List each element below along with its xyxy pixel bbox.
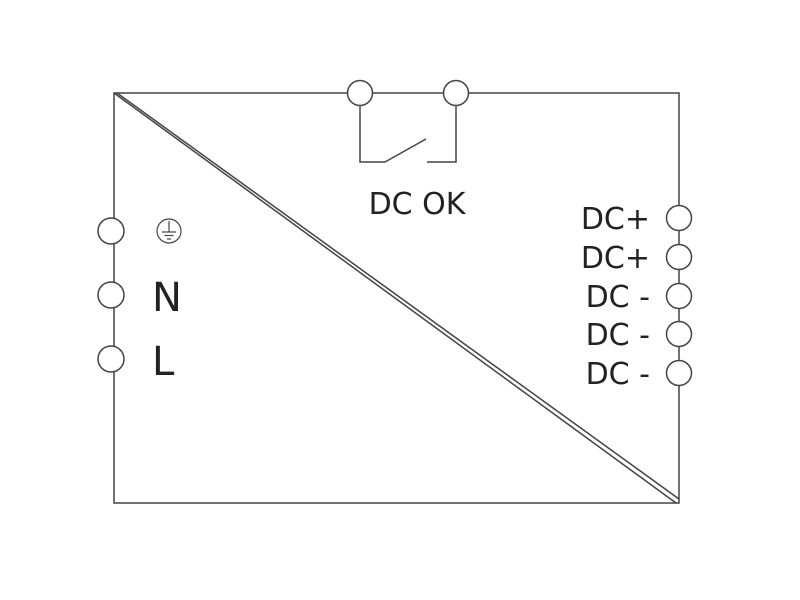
output-terminal-2: DC+ bbox=[581, 241, 693, 276]
input-terminal-neutral: N bbox=[97, 275, 182, 321]
relay-terminal-right bbox=[442, 79, 470, 107]
output-terminal-circle bbox=[665, 359, 693, 387]
dc-ok-relay bbox=[346, 79, 470, 163]
output-terminal-3: DC - bbox=[586, 280, 693, 315]
line-label: L bbox=[152, 339, 175, 385]
relay-wire-left bbox=[359, 105, 385, 163]
neutral-label: N bbox=[152, 275, 182, 321]
output-terminal-4: DC - bbox=[586, 318, 693, 353]
output-terminal-label: DC - bbox=[586, 280, 650, 315]
output-terminal-circle bbox=[665, 204, 693, 232]
output-terminal-label: DC+ bbox=[581, 241, 650, 276]
output-terminal-circle bbox=[665, 320, 693, 348]
output-terminal-label: DC+ bbox=[581, 202, 650, 237]
ground-icon bbox=[156, 218, 182, 244]
output-terminal-1: DC+ bbox=[581, 202, 693, 237]
output-terminal-circle bbox=[665, 243, 693, 271]
relay-label: DC OK bbox=[369, 187, 467, 222]
output-terminal-label: DC - bbox=[586, 357, 650, 392]
input-terminal-line: L bbox=[97, 339, 175, 385]
relay-wire-right bbox=[427, 105, 457, 163]
input-terminal-ground bbox=[97, 217, 182, 245]
line-terminal bbox=[97, 345, 125, 373]
diagonal-line-upper bbox=[113, 92, 677, 504]
relay-terminal-left bbox=[346, 79, 374, 107]
conversion-diagonal bbox=[113, 92, 680, 504]
output-terminal-label: DC - bbox=[586, 318, 650, 353]
diagonal-line-lower bbox=[116, 92, 680, 500]
output-terminal-5: DC - bbox=[586, 357, 693, 392]
ground-terminal bbox=[97, 217, 125, 245]
neutral-terminal bbox=[97, 281, 125, 309]
relay-switch-contact bbox=[384, 138, 427, 163]
output-terminal-circle bbox=[665, 282, 693, 310]
